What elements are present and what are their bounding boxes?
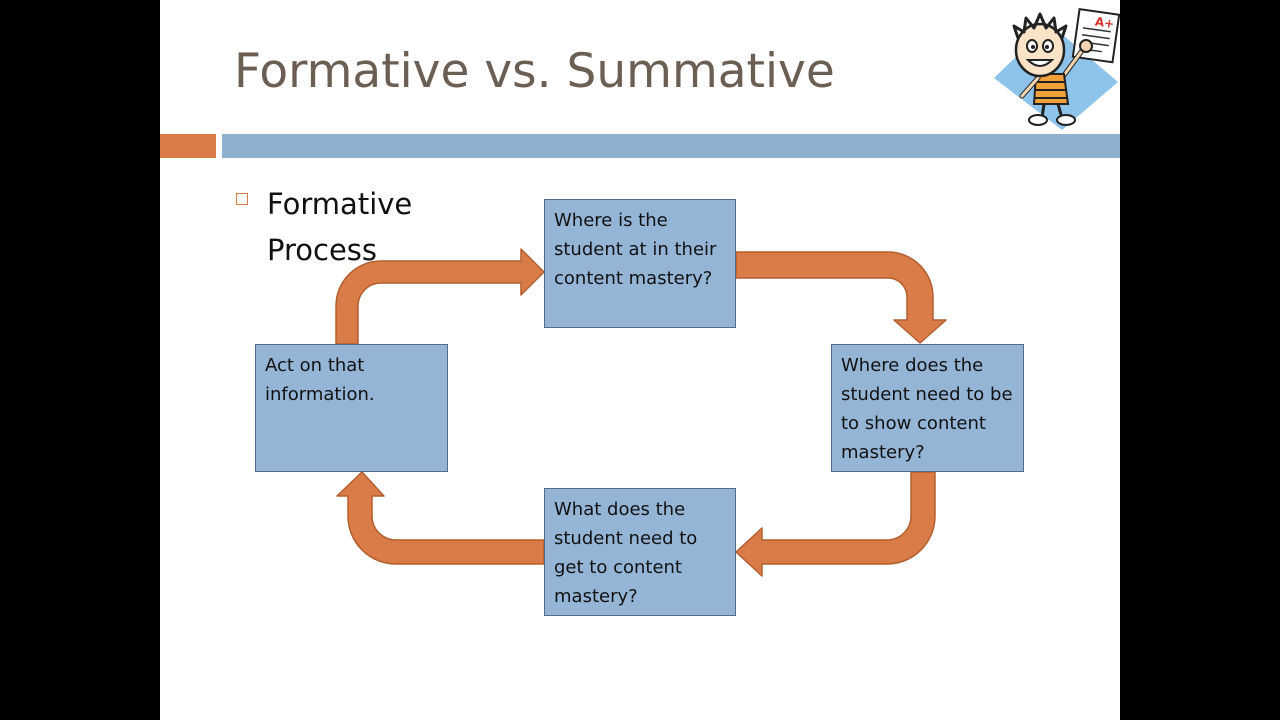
title-accent-bar-blue <box>222 134 1120 158</box>
student-cartoon-clipart: A+ <box>994 8 1120 130</box>
square-bullet-icon <box>236 193 248 205</box>
title-accent-bar-orange <box>160 134 216 158</box>
node-act-on-information: Act on that information. <box>255 344 448 472</box>
arrow-to-where-now <box>335 248 545 345</box>
slide: Formative vs. Summative A+ <box>160 0 1120 720</box>
arrow-to-what-needed <box>735 471 936 577</box>
node-what-student-needs: What does the student need to get to con… <box>544 488 736 616</box>
slide-title: Formative vs. Summative <box>234 44 835 99</box>
cycle-arrows <box>335 248 947 577</box>
arrow-to-where-to-be <box>735 251 947 344</box>
paper-grade-mark: A+ <box>1094 15 1115 32</box>
bullet-text: Formative Process <box>267 187 413 267</box>
node-where-need-to-be: Where does the student need to be to sho… <box>831 344 1024 472</box>
arrow-to-act <box>336 471 545 565</box>
node-where-is-student: Where is the student at in their content… <box>544 199 736 328</box>
